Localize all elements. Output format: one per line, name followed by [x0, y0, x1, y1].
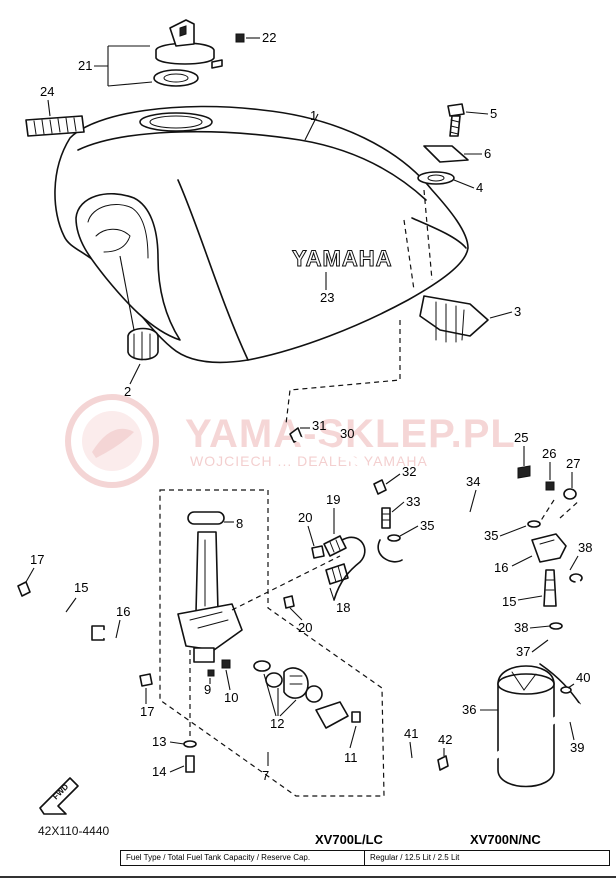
callout-26: 16	[494, 560, 508, 575]
callout-3: 3	[514, 304, 521, 319]
callout-7: 7	[262, 768, 269, 783]
callout-22: 22	[262, 30, 276, 45]
callout-13: 13	[152, 734, 166, 749]
callout-15: 15	[74, 580, 88, 595]
model-right: XV700N/NC	[470, 832, 541, 847]
fuel-cock	[177, 511, 361, 773]
callout-2: 2	[124, 384, 131, 399]
callout-28: 26	[542, 446, 556, 461]
callout-34: 34	[466, 474, 480, 489]
callout-38b: 38	[514, 620, 528, 635]
bottom-rule	[0, 876, 616, 878]
callout-20b: 20	[298, 620, 312, 635]
callout-17: 17	[30, 552, 44, 567]
fuel-hoses	[17, 535, 366, 694]
callout-27: 25	[514, 430, 528, 445]
callout-20: 20	[298, 510, 312, 525]
watermark-subtitle: WOJCIECH ... DEALER YAMAHA	[190, 453, 428, 469]
forward-arrow-icon: FWD	[39, 777, 79, 815]
grommet	[127, 327, 159, 361]
callout-1: 1	[310, 108, 317, 123]
callout-24: 24	[40, 84, 54, 99]
callout-10: 10	[224, 690, 238, 705]
callout-32: 32	[402, 464, 416, 479]
callout-16: 16	[116, 604, 130, 619]
spec-label: Fuel Type / Total Fuel Tank Capacity / R…	[121, 851, 365, 865]
callout-29: 27	[566, 456, 580, 471]
callout-14: 14	[152, 764, 166, 779]
callout-39: 39	[570, 740, 584, 755]
callout-37: 37	[516, 644, 530, 659]
tank-logo: YAMAHA	[292, 246, 393, 271]
callout-38: 38	[578, 540, 592, 555]
callout-23: 23	[320, 290, 334, 305]
callout-12: 12	[270, 716, 284, 731]
callout-17b: 17	[140, 704, 154, 719]
callout-41: 41	[404, 726, 418, 741]
callout-4: 4	[476, 180, 483, 195]
vent-fittings	[373, 479, 529, 563]
callout-19: 19	[326, 492, 340, 507]
overflow-hose	[289, 427, 383, 481]
damper-strip	[25, 115, 85, 137]
callout-33: 33	[406, 494, 420, 509]
drain-hose	[377, 749, 449, 779]
callout-6: 6	[484, 146, 491, 161]
watermark: YAMA-SKLEP.PL WOJCIECH ... DEALER YAMAHA	[65, 394, 516, 488]
callout-40: 40	[576, 670, 590, 685]
callout-35: 35	[420, 518, 434, 533]
callout-42: 42	[438, 732, 452, 747]
callout-8: 8	[236, 516, 243, 531]
callout-36: 36	[462, 702, 476, 717]
model-left: XV700L/LC	[315, 832, 383, 847]
fuel-cap-assembly	[153, 19, 245, 87]
callout-5: 5	[490, 106, 497, 121]
canister-assembly	[427, 465, 589, 799]
callout-21: 21	[78, 58, 92, 73]
drawing-code: 42X110-4440	[38, 824, 110, 838]
callout-31: 31	[312, 418, 326, 433]
callout-11: 11	[344, 750, 358, 765]
spec-table: Fuel Type / Total Fuel Tank Capacity / R…	[120, 850, 610, 866]
fuel-tank: YAMAHA	[54, 105, 469, 364]
callout-9: 9	[204, 682, 211, 697]
spec-value: Regular / 12.5 Lit / 2.5 Lit	[370, 853, 460, 862]
watermark-logo	[65, 394, 159, 488]
tank-mount-parts	[403, 103, 489, 343]
callout-18: 18	[336, 600, 350, 615]
watermark-title: YAMA-SKLEP.PL	[185, 412, 516, 456]
callout-30: 30	[340, 426, 354, 441]
callout-25: 15	[502, 594, 516, 609]
callout-35b: 35	[484, 528, 498, 543]
